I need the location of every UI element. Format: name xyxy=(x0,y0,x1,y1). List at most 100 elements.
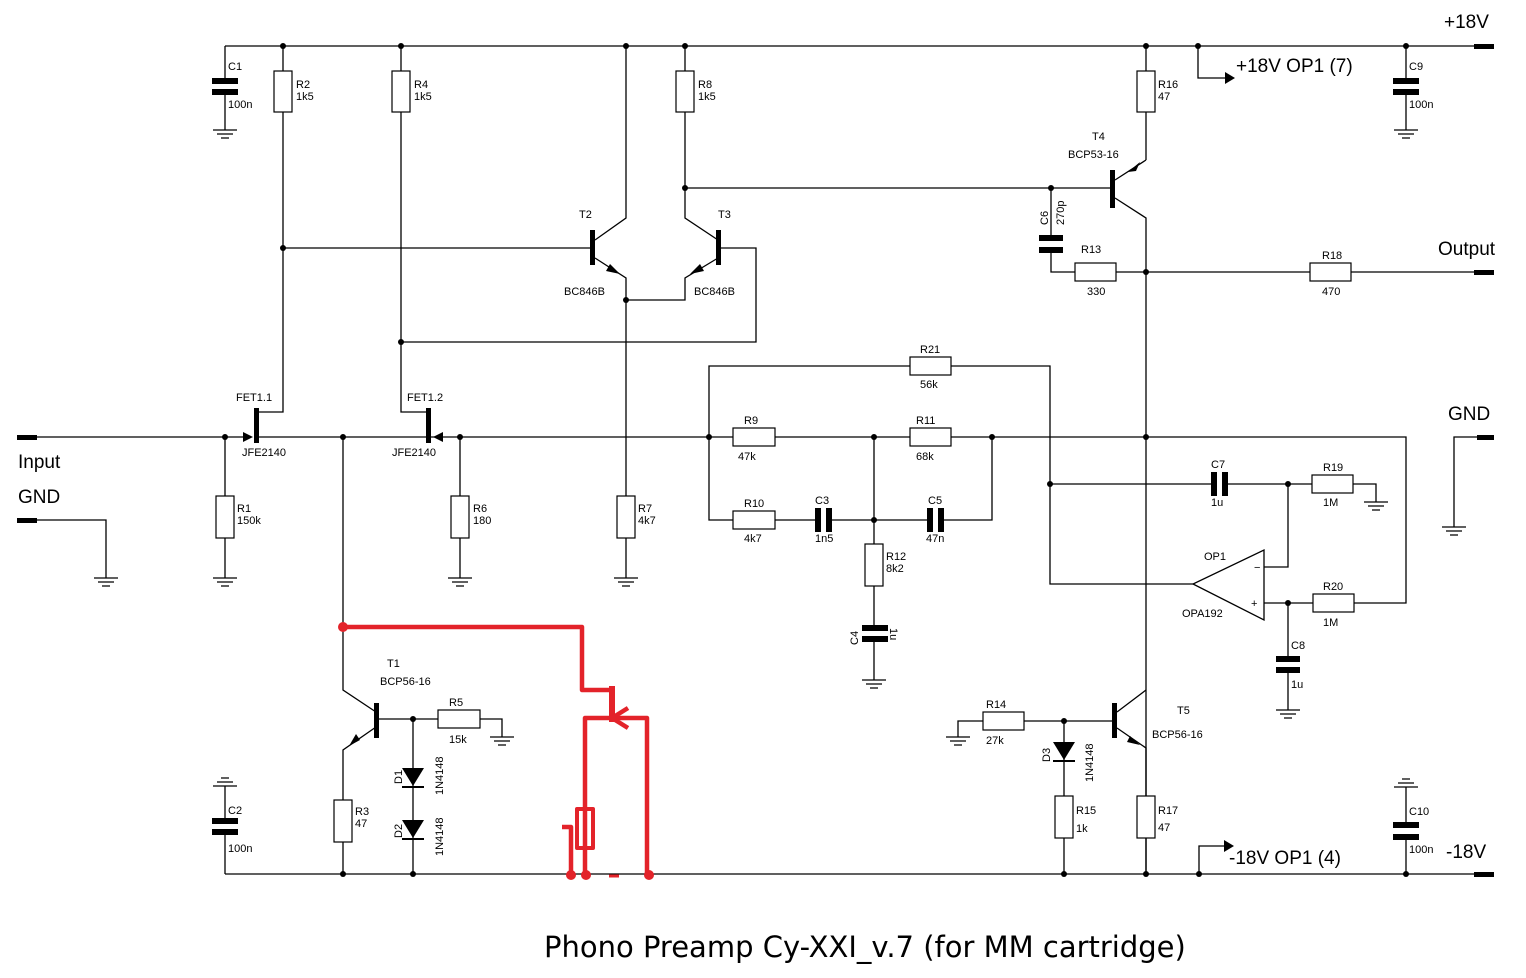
svg-text:C6: C6 xyxy=(1039,211,1051,225)
resistor-r7: R7 4k7 xyxy=(614,300,656,587)
resistor-r21: R21 56k xyxy=(708,344,1193,585)
svg-text:27k: 27k xyxy=(986,735,1004,747)
svg-text:180: 180 xyxy=(473,515,491,527)
svg-text:1k5: 1k5 xyxy=(296,91,314,103)
svg-text:T5: T5 xyxy=(1177,705,1190,717)
feedback-line xyxy=(459,436,1407,604)
svg-text:1u: 1u xyxy=(887,628,899,640)
svg-text:R5: R5 xyxy=(449,697,463,709)
resistor-r16: R16 47 xyxy=(1136,46,1178,160)
gnd-right-port: GND xyxy=(1442,404,1494,536)
vpos-label: +18V xyxy=(1444,12,1489,33)
capacitor-c7: C7 1u xyxy=(1050,459,1388,511)
svg-text:BC846B: BC846B xyxy=(564,286,605,298)
svg-text:100n: 100n xyxy=(228,843,252,855)
svg-text:C1: C1 xyxy=(228,61,242,73)
gnd-left-terminal[interactable] xyxy=(17,518,37,523)
svg-text:1u: 1u xyxy=(1211,497,1223,509)
svg-text:R2: R2 xyxy=(296,79,310,91)
gnd-left-label: GND xyxy=(18,487,60,508)
svg-text:+: + xyxy=(1251,598,1257,610)
resistor-r9: R9 47k xyxy=(732,415,776,463)
svg-text:OP1: OP1 xyxy=(1204,551,1226,563)
svg-text:FET1.2: FET1.2 xyxy=(407,392,443,404)
vpos-port[interactable] xyxy=(1474,44,1494,49)
resistor-r14: R14 27k xyxy=(982,699,1025,747)
svg-text:C8: C8 xyxy=(1291,640,1305,652)
svg-text:R18: R18 xyxy=(1322,250,1342,262)
diode-d3: D3 1N4148 xyxy=(1041,721,1096,874)
svg-text:R10: R10 xyxy=(744,498,764,510)
svg-text:T4: T4 xyxy=(1092,131,1105,143)
jfet-fet1-2: FET1.2 JFE2140 xyxy=(392,392,443,459)
svg-text:JFE2140: JFE2140 xyxy=(392,447,436,459)
svg-text:BCP56-16: BCP56-16 xyxy=(380,676,431,688)
svg-text:+18V OP1 (7): +18V OP1 (7) xyxy=(1236,56,1353,77)
resistor-r8: R8 1k5 xyxy=(675,46,719,241)
svg-text:R4: R4 xyxy=(414,79,428,91)
svg-text:1N4148: 1N4148 xyxy=(1084,743,1096,782)
svg-text:270p: 270p xyxy=(1055,201,1067,225)
resistor-r2: R2 1k5 xyxy=(259,46,314,413)
svg-text:C9: C9 xyxy=(1409,61,1423,73)
capacitor-c10: C10 100n xyxy=(1393,778,1433,874)
svg-text:R1: R1 xyxy=(237,503,251,515)
svg-text:100n: 100n xyxy=(228,99,252,111)
svg-text:56k: 56k xyxy=(920,379,938,391)
resistor-r20: R20 1M xyxy=(1312,581,1355,629)
input-label: Input xyxy=(18,452,61,473)
resistor-r11: R11 68k xyxy=(909,415,952,463)
resistor-r19: R19 1M xyxy=(1311,462,1354,509)
gnd-right-terminal[interactable] xyxy=(1477,435,1494,440)
svg-text:15k: 15k xyxy=(449,734,467,746)
capacitor-c9: C9 100n xyxy=(1393,46,1433,139)
vneg-port[interactable] xyxy=(1474,872,1494,877)
transistor-t3: T3 BC846B xyxy=(401,209,757,343)
svg-text:BCP56-16: BCP56-16 xyxy=(1152,729,1203,741)
svg-text:D1: D1 xyxy=(393,770,405,784)
svg-text:FET1.1: FET1.1 xyxy=(236,392,272,404)
svg-text:47: 47 xyxy=(355,818,367,830)
svg-text:T1: T1 xyxy=(387,658,400,670)
resistor-r12: R12 8k2 xyxy=(862,437,906,689)
svg-text:470: 470 xyxy=(1322,286,1340,298)
resistor-r5: R5 15k xyxy=(437,697,481,746)
resistor-r13: R13 330 xyxy=(1074,244,1146,298)
svg-text:1N4148: 1N4148 xyxy=(434,817,446,856)
resistor-r18: R18 470 Output xyxy=(1146,239,1496,298)
svg-text:C7: C7 xyxy=(1211,459,1225,471)
junction-dots xyxy=(222,43,1409,877)
svg-text:R8: R8 xyxy=(698,79,712,91)
resistor-r17: R17 47 xyxy=(1136,795,1178,839)
svg-text:330: 330 xyxy=(1087,286,1105,298)
svg-text:OPA192: OPA192 xyxy=(1182,608,1223,620)
svg-text:D2: D2 xyxy=(393,824,405,838)
svg-text:BCP53-16: BCP53-16 xyxy=(1068,149,1119,161)
resistor-r6: R6 180 xyxy=(448,437,491,587)
transistor-t2: T2 BC846B xyxy=(283,46,719,301)
svg-text:C4: C4 xyxy=(849,631,861,645)
svg-text:150k: 150k xyxy=(237,515,261,527)
jfet-fet1-1: FET1.1 JFE2140 xyxy=(236,392,459,459)
svg-text:C3: C3 xyxy=(815,495,829,507)
ground-icon xyxy=(213,129,237,139)
svg-text:100n: 100n xyxy=(1409,844,1433,856)
svg-text:1M: 1M xyxy=(1323,617,1338,629)
svg-text:100n: 100n xyxy=(1409,99,1433,111)
svg-text:4k7: 4k7 xyxy=(638,515,656,527)
transistor-t4: T4 BCP53-16 xyxy=(685,131,1147,874)
capacitor-c2: C2 100n xyxy=(212,777,252,874)
resistor-r10: R10 4k7 xyxy=(708,437,993,545)
svg-text:R11: R11 xyxy=(916,415,935,427)
svg-text:47n: 47n xyxy=(926,533,944,545)
output-port[interactable] xyxy=(1474,270,1494,275)
svg-text:C2: C2 xyxy=(228,805,242,817)
svg-text:R3: R3 xyxy=(355,806,369,818)
svg-text:T2: T2 xyxy=(579,209,592,221)
capacitor-c3: C3 1n5 xyxy=(815,495,833,545)
svg-text:C10: C10 xyxy=(1409,806,1429,818)
svg-text:D3: D3 xyxy=(1041,748,1053,762)
input-terminal[interactable] xyxy=(17,435,37,440)
capacitor-c6: C6 270p xyxy=(1039,188,1075,273)
capacitor-c1: C1 100n xyxy=(212,46,252,139)
